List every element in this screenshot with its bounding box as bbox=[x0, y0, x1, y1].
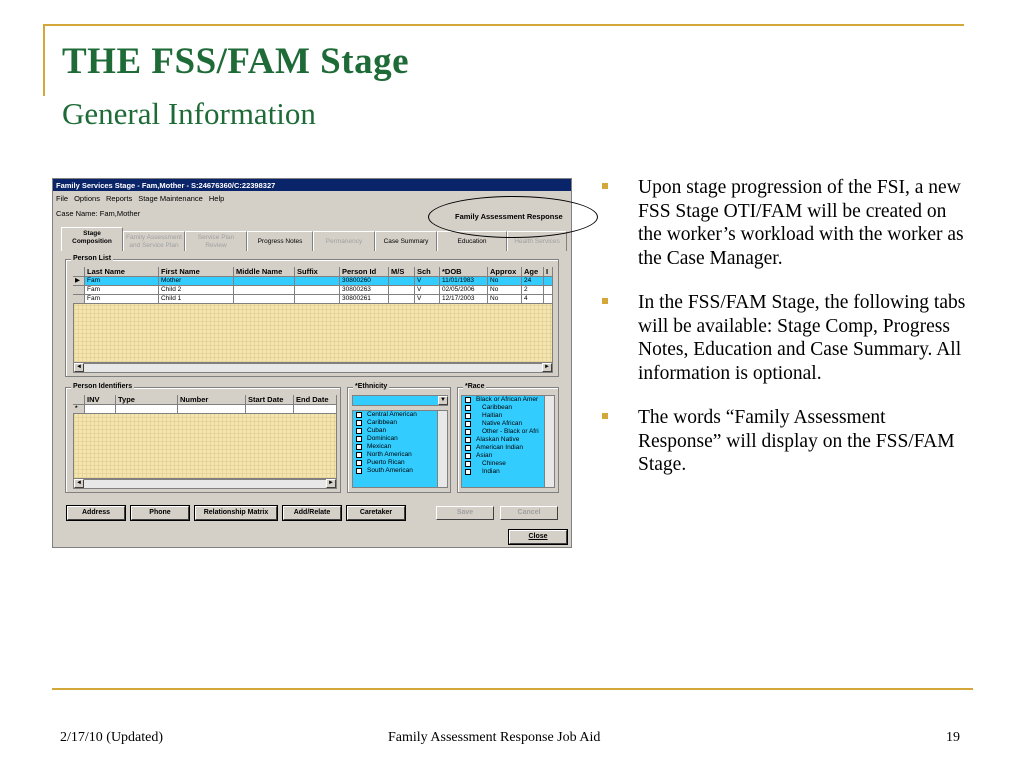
scroll-right-icon[interactable]: ► bbox=[326, 479, 336, 488]
slide-subtitle: General Information bbox=[62, 96, 316, 131]
person-list-group bbox=[65, 259, 559, 377]
address-button[interactable]: Address bbox=[67, 506, 125, 520]
chevron-down-icon[interactable]: ▼ bbox=[438, 396, 448, 405]
table-row[interactable]: Fam Child 1 30800261 V 12/17/2003 No 4 bbox=[73, 295, 553, 304]
highlight-oval bbox=[428, 196, 598, 238]
tab-case-summary[interactable]: Case Summary bbox=[375, 231, 437, 251]
table-row[interactable]: Fam Child 2 30800263 V 02/05/2006 No 2 bbox=[73, 286, 553, 295]
bullet-item: Upon stage progression of the FSI, a new… bbox=[600, 176, 970, 270]
menu-options[interactable]: Options bbox=[74, 194, 100, 203]
footer-date: 2/17/10 (Updated) bbox=[60, 730, 164, 745]
cancel-button[interactable]: Cancel bbox=[500, 506, 558, 520]
race-group bbox=[457, 387, 559, 493]
identifiers-hscroll[interactable] bbox=[73, 479, 337, 489]
person-identifiers-label: Person Identifiers bbox=[71, 383, 135, 390]
bullet-item: In the FSS/FAM Stage, the following tabs… bbox=[600, 291, 970, 385]
menu-file[interactable]: File bbox=[56, 194, 69, 203]
square-bullet-icon bbox=[602, 183, 608, 189]
menu-stage-maintenance[interactable]: Stage Maintenance bbox=[138, 194, 203, 203]
ethnicity-option[interactable]: Central American bbox=[353, 411, 447, 419]
table-row[interactable]: ▶ Fam Mother 30800260 V 11/01/1983 No 24 bbox=[73, 277, 553, 286]
race-option[interactable]: Black or African Amer bbox=[462, 396, 554, 404]
race-option[interactable]: Haitian bbox=[462, 412, 554, 420]
race-option[interactable]: American Indian bbox=[462, 444, 554, 452]
race-label: *Race bbox=[463, 383, 487, 390]
ethnicity-list[interactable]: Central American Caribbean Cuban Dominic… bbox=[352, 410, 448, 488]
app-screenshot: Family Services Stage - Fam,Mother - S:2… bbox=[52, 178, 572, 548]
square-bullet-icon bbox=[602, 298, 608, 304]
bullet-list: Upon stage progression of the FSI, a new… bbox=[600, 176, 970, 498]
phone-button[interactable]: Phone bbox=[131, 506, 189, 520]
slide-title: THE FSS/FAM Stage bbox=[62, 41, 409, 82]
top-rule bbox=[43, 24, 964, 26]
ethnicity-option[interactable]: Mexican bbox=[353, 443, 447, 451]
ethnicity-option[interactable]: Dominican bbox=[353, 435, 447, 443]
ethnicity-option[interactable]: North American bbox=[353, 451, 447, 459]
race-option[interactable]: Indian bbox=[462, 468, 554, 476]
case-name: Case Name: Fam,Mother bbox=[56, 209, 141, 218]
ethnicity-group bbox=[347, 387, 451, 493]
ethnicity-option[interactable]: Puerto Rican bbox=[353, 459, 447, 467]
scroll-left-icon[interactable]: ◄ bbox=[74, 363, 84, 372]
caretaker-button[interactable]: Caretaker bbox=[347, 506, 405, 520]
person-list-header: Last Name First Name Middle Name Suffix … bbox=[73, 267, 553, 277]
ethnicity-option[interactable]: Cuban bbox=[353, 427, 447, 435]
race-option[interactable]: Alaskan Native bbox=[462, 436, 554, 444]
ethnicity-dropdown[interactable] bbox=[352, 395, 448, 406]
menu-bar: File Options Reports Stage Maintenance H… bbox=[56, 194, 224, 203]
person-list-label: Person List bbox=[71, 255, 114, 262]
ethnicity-option[interactable]: Caribbean bbox=[353, 419, 447, 427]
ethnicity-label: *Ethnicity bbox=[353, 383, 390, 390]
race-vscroll[interactable] bbox=[544, 396, 554, 487]
window-titlebar: Family Services Stage - Fam,Mother - S:2… bbox=[53, 179, 571, 191]
new-row[interactable]: * bbox=[73, 405, 337, 414]
race-option[interactable]: Caribbean bbox=[462, 404, 554, 412]
title-accent-bar bbox=[43, 24, 45, 96]
race-option[interactable]: Chinese bbox=[462, 460, 554, 468]
scroll-left-icon[interactable]: ◄ bbox=[74, 479, 84, 488]
bullet-item: The words “Family Assessment Response” w… bbox=[600, 406, 970, 477]
menu-help[interactable]: Help bbox=[208, 194, 225, 203]
ethnicity-vscroll[interactable] bbox=[437, 411, 447, 487]
bottom-rule bbox=[52, 688, 973, 690]
menu-reports[interactable]: Reports bbox=[105, 194, 133, 203]
tab-progress-notes[interactable]: Progress Notes bbox=[247, 231, 313, 251]
person-identifiers-group bbox=[65, 387, 341, 493]
footer-title: Family Assessment Response Job Aid bbox=[388, 730, 601, 745]
tab-permanency[interactable]: Permanency bbox=[313, 231, 375, 251]
ethnicity-option[interactable]: South American bbox=[353, 467, 447, 475]
save-button[interactable]: Save bbox=[436, 506, 494, 520]
relationship-matrix-button[interactable]: Relationship Matrix bbox=[195, 506, 277, 520]
scroll-right-icon[interactable]: ► bbox=[542, 363, 552, 372]
page-number: 19 bbox=[946, 730, 960, 745]
race-option[interactable]: Asian bbox=[462, 452, 554, 460]
close-button[interactable]: Close bbox=[509, 530, 567, 544]
add-relate-button[interactable]: Add/Relate bbox=[283, 506, 341, 520]
person-list-hscroll[interactable] bbox=[73, 363, 553, 373]
race-option[interactable]: Other - Black or Afri bbox=[462, 428, 554, 436]
race-option[interactable]: Native African bbox=[462, 420, 554, 428]
race-list[interactable]: Black or African Amer Caribbean Haitian … bbox=[461, 395, 555, 488]
person-identifiers-header: INV Type Number Start Date End Date bbox=[73, 395, 337, 405]
square-bullet-icon bbox=[602, 413, 608, 419]
